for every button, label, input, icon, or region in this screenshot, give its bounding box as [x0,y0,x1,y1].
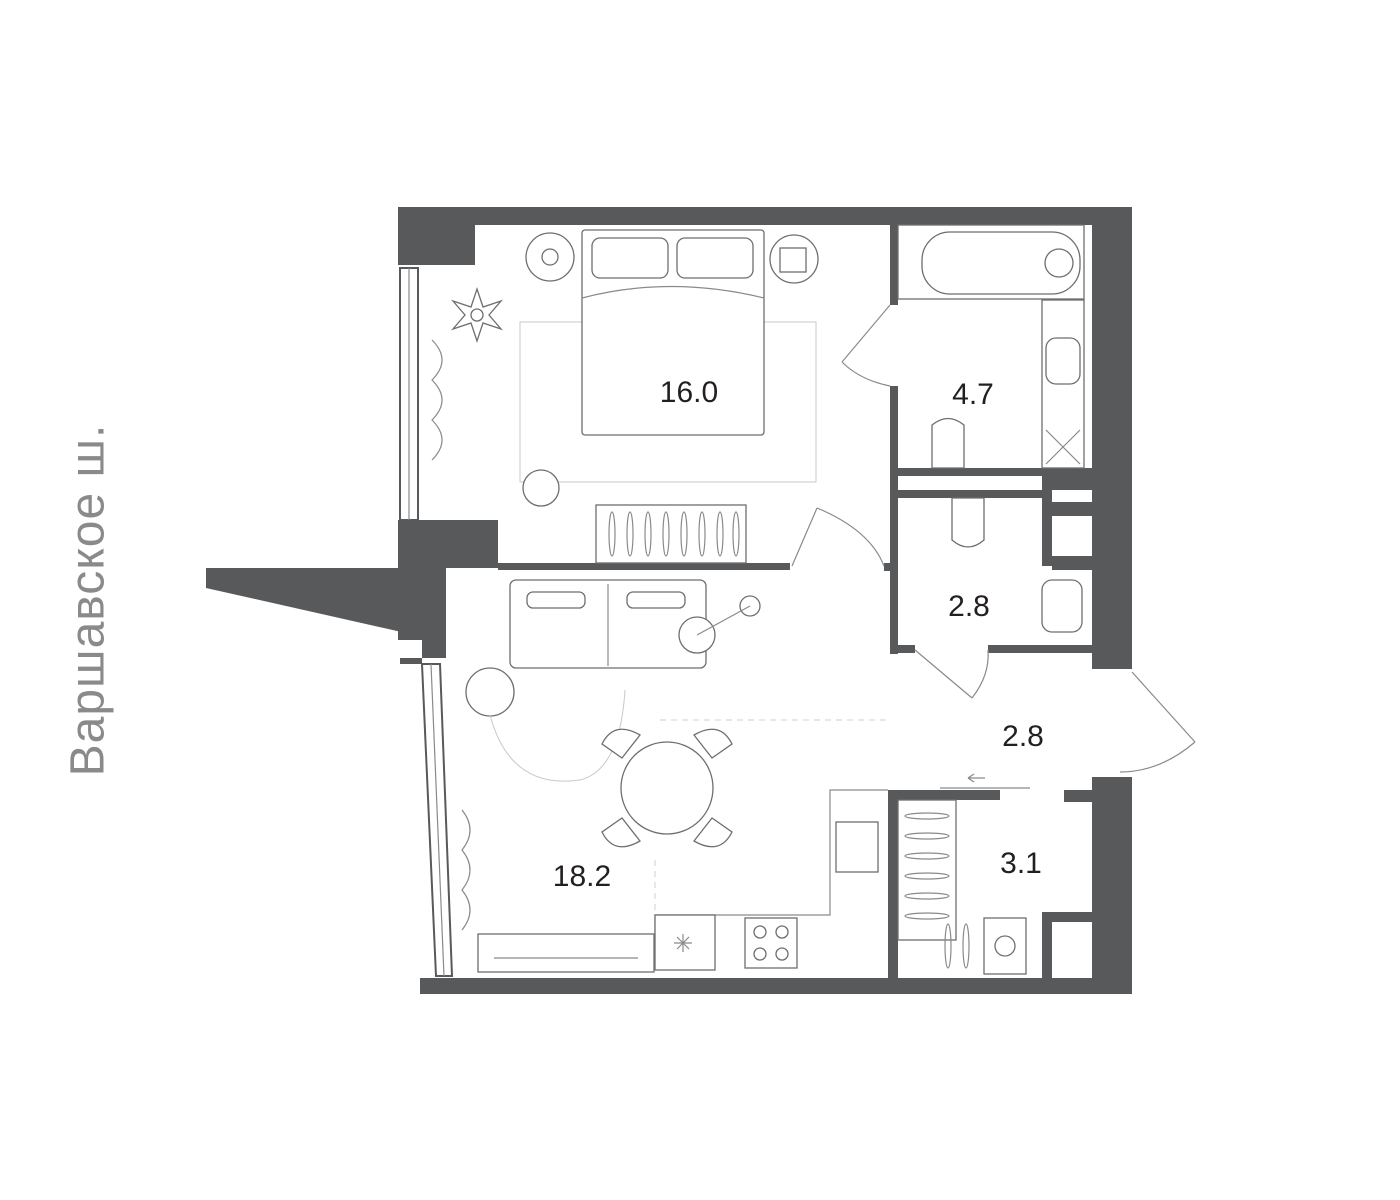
top-wall [398,207,1132,225]
room-area-wardrobe: 3.1 [1000,847,1042,880]
duvet-fold [581,285,765,299]
plant-icon [450,286,504,344]
shaft-lower [1052,556,1092,570]
room-area-hall: 2.8 [1002,720,1044,753]
structural-walls [206,207,1132,994]
wardrobe-rack [897,799,957,941]
balcony-wall [206,568,446,642]
room-labels: 16.0 4.7 2.8 2.8 3.1 18.2 [553,376,1044,893]
bedroom-living-wall [498,563,790,570]
wc-door [914,649,989,699]
wardrobe-slide-arrow [967,773,985,783]
wall-stub [884,563,892,571]
wc-toilet [951,497,985,548]
bathroom-door [841,304,891,387]
room-area-bathroom: 4.7 [952,378,994,411]
bathtub-inner [921,231,1081,295]
lamp [779,247,807,273]
entrance-door [1119,671,1196,773]
chair [693,817,733,848]
shaft-mid [1052,502,1092,516]
shaft-top [1052,476,1092,490]
wardrobe-fixtures [897,799,1027,975]
doors[interactable] [791,304,1196,789]
left-wall-segment [398,520,422,640]
sofa-cushion [626,591,686,609]
kitchen-fan-icon [674,934,692,952]
wardrobe-top-wall [888,790,1000,800]
bedroom-curtain [431,339,443,461]
left-sill [400,658,422,664]
pillow [591,237,669,279]
right-wall-lower [1092,777,1132,993]
bathroom-fixtures [897,224,1085,469]
wc-bottom-wall-right [988,645,1092,653]
pillow [676,237,754,279]
bath-toilet [931,417,965,469]
living-curtain [461,809,471,931]
bath-wall-mid [890,386,898,654]
stove [744,917,798,969]
wc-sink [1041,579,1083,633]
tv-unit [477,933,655,973]
hangers-wardrobe [904,812,970,969]
wardrobe-top-wall-right [1064,790,1092,802]
shaft-wall [1042,476,1052,566]
armchair [465,667,515,717]
bath-sink [1045,337,1081,385]
wardrobe-left-wall [888,790,898,980]
bedroom-door [791,507,885,567]
windows [399,267,471,977]
wardrobe-shaft-side [1042,922,1052,978]
hangers-bedroom [608,511,740,557]
right-wall-upper [1092,207,1132,669]
chair [601,728,641,759]
room-area-kitchen-living: 18.2 [553,860,611,893]
top-left-pillar [398,207,420,265]
dining-table [620,741,714,835]
wc-top-wall [890,490,1042,498]
pouf [522,469,560,507]
room-area-bedroom: 16.0 [660,376,718,409]
wc-fixtures [951,497,1083,633]
bath-wall-upper [890,225,898,305]
bottom-wall [420,978,1132,994]
chair [601,817,641,848]
bed [581,229,765,436]
chair [693,728,733,759]
bedroom-furniture [450,229,819,564]
room-area-wc: 2.8 [948,590,990,623]
kitchen-sink [835,821,879,873]
wc-bottom-wall-left [890,645,915,653]
living-furniture [465,579,888,973]
top-left-column [420,207,475,265]
sofa-cushion [526,591,586,609]
living-window [420,663,454,977]
wardrobe-shaft-top [1042,912,1092,922]
bath-wc-wall [890,468,1092,476]
interior-walls [498,225,1092,980]
